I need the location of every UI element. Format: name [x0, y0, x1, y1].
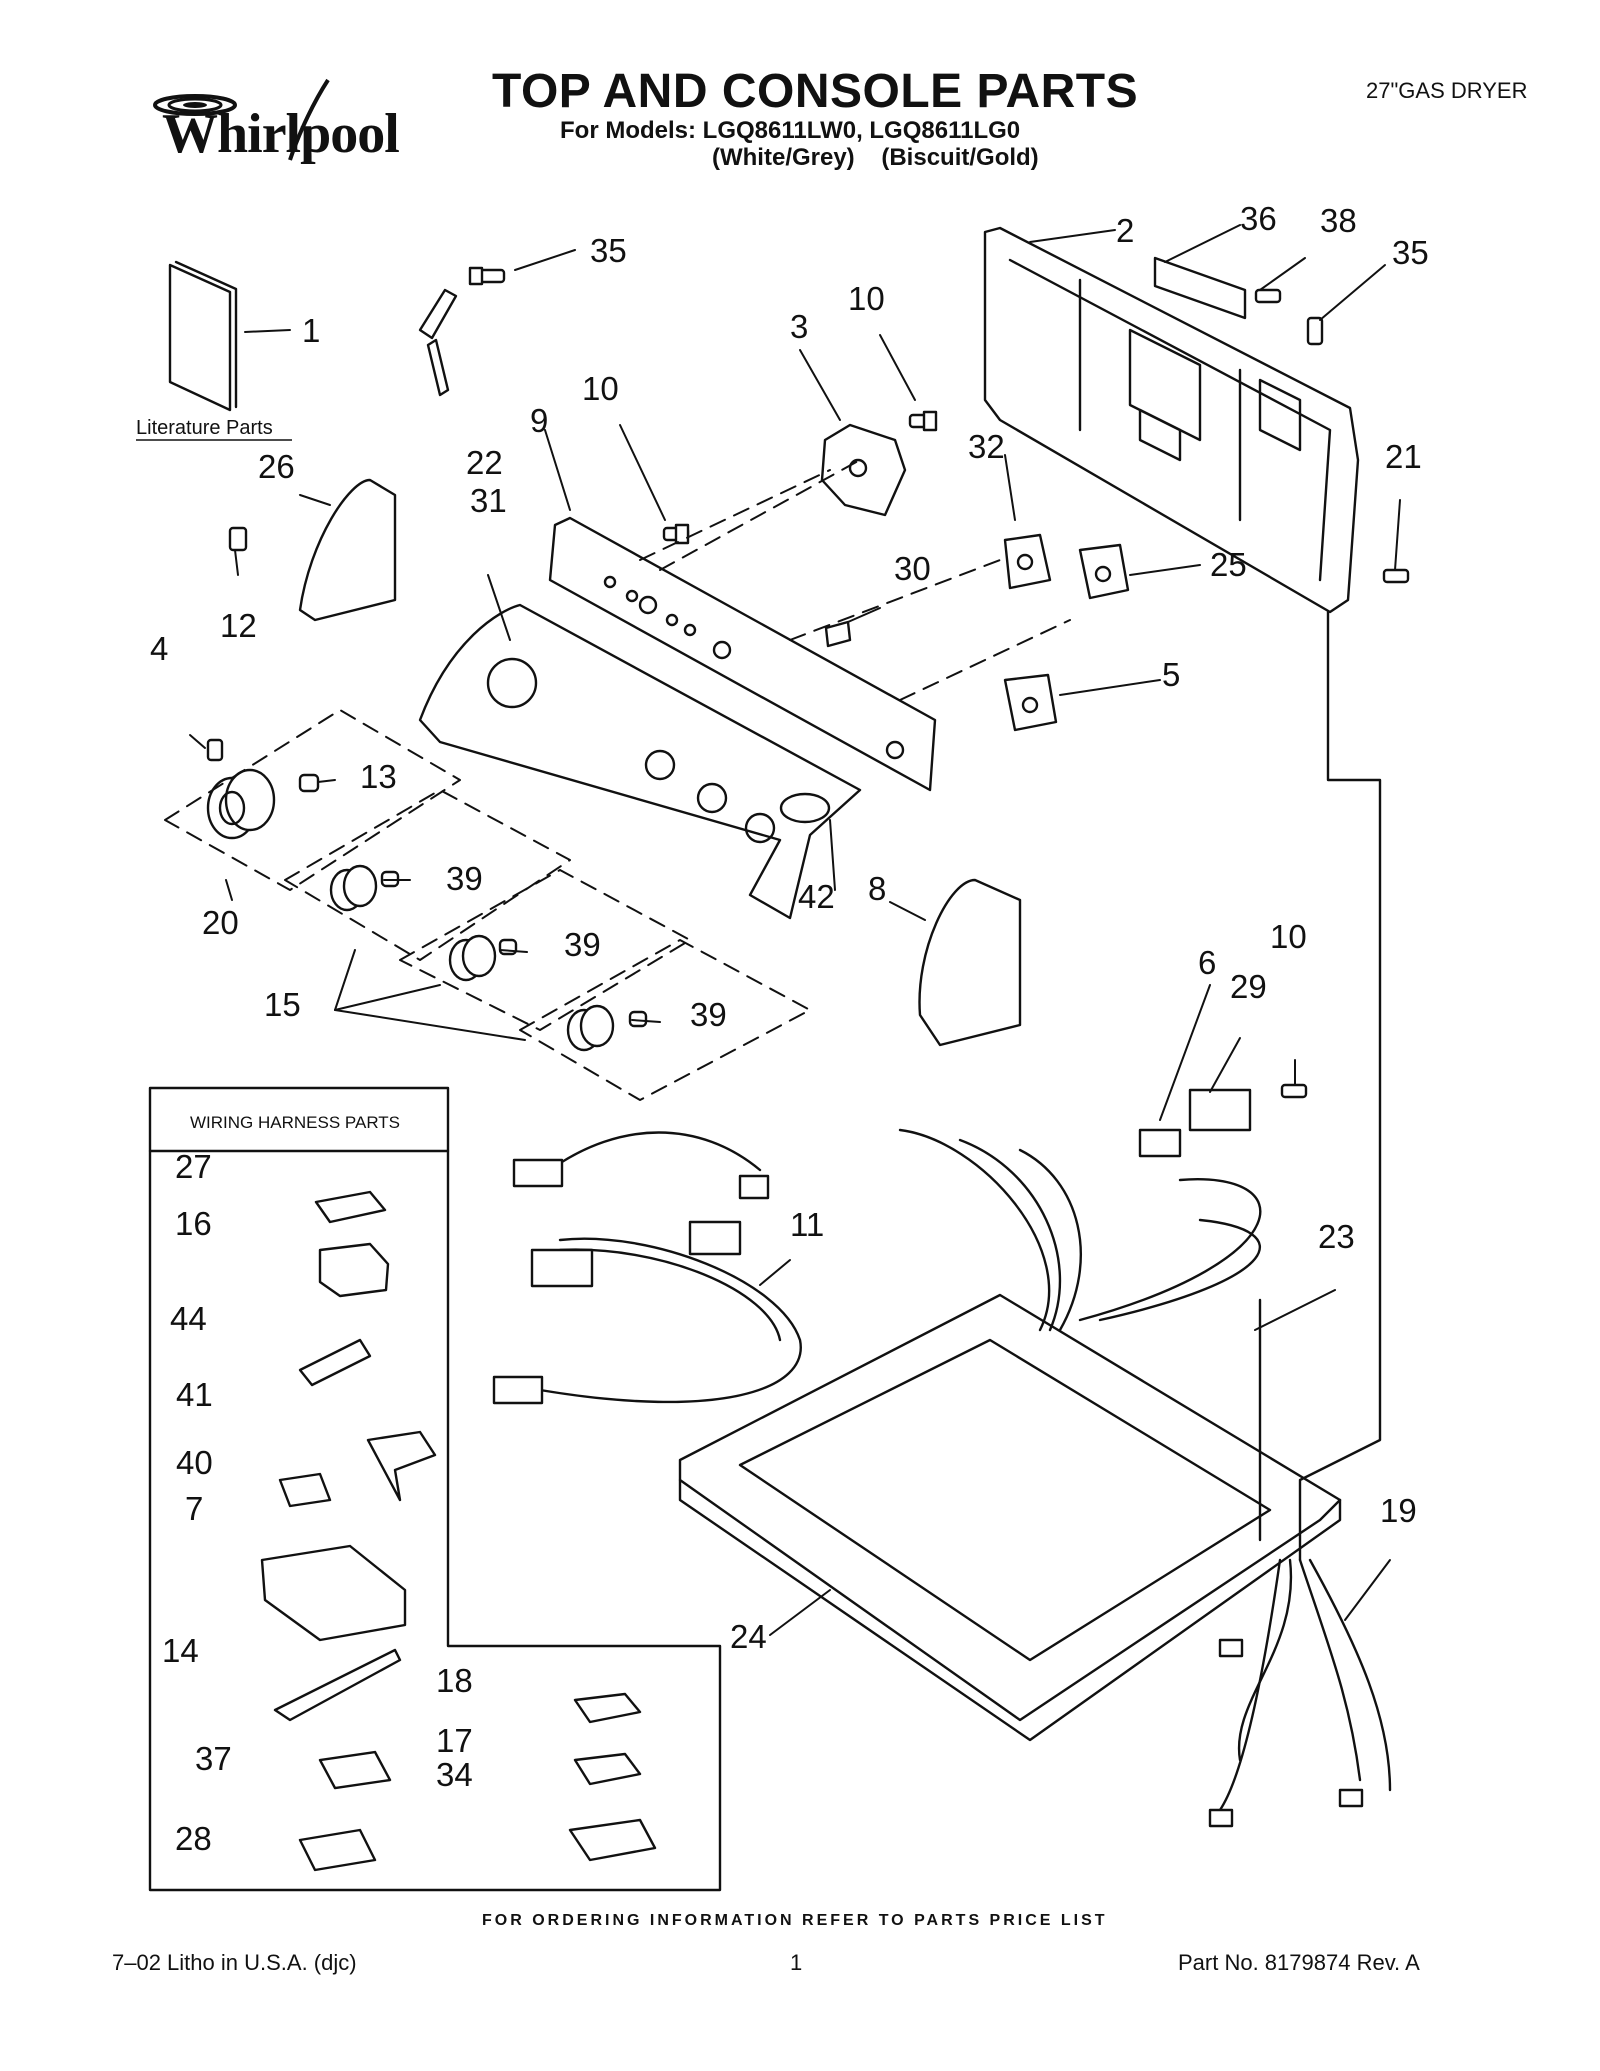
callout-2: 2: [1116, 212, 1134, 249]
callout-10c: 10: [1270, 918, 1307, 955]
callout-17: 17: [436, 1722, 473, 1759]
wiring-harness-parts-box: [148, 1086, 722, 1892]
callout-10a: 10: [848, 280, 885, 317]
swirl-logo-icon: [153, 78, 330, 161]
callout-arrows: [189, 224, 1401, 1636]
top-panel-24: [678, 1293, 1342, 1742]
callout-13: 13: [360, 758, 397, 795]
harness-6: [898, 1088, 1262, 1332]
ordering-note: FOR ORDERING INFORMATION REFER TO PARTS …: [482, 1912, 1108, 1929]
callout-22: 22: [466, 444, 503, 481]
callout-30: 30: [894, 550, 931, 587]
spring-13: [298, 773, 320, 793]
callout-44: 44: [170, 1300, 207, 1337]
switch-32: [1003, 533, 1052, 590]
screw-12: [228, 526, 248, 552]
callout-21: 21: [1385, 438, 1422, 475]
callout-37: 37: [195, 1740, 232, 1777]
exploded-parts-diagram: Literature Parts WIRING HARNESS PARTS 1 …: [136, 200, 1429, 1892]
callout-7: 7: [185, 1490, 203, 1527]
screw-38: [1254, 288, 1282, 304]
litho-note: 7–02 Litho in U.S.A. (djc): [112, 1950, 357, 1975]
callout-39c: 39: [690, 996, 727, 1033]
literature-booklet: [168, 260, 238, 412]
brand-wordmark: Whirlpool: [162, 103, 400, 165]
callout-36: 36: [1240, 200, 1277, 237]
bracket-36: [1153, 256, 1247, 320]
dashed-guidelines: [164, 459, 1071, 1101]
callout-19: 19: [1380, 1492, 1417, 1529]
knob-15b: [448, 934, 497, 982]
callout-11: 11: [790, 1206, 824, 1243]
callout-35a: 35: [590, 232, 627, 269]
callout-23: 23: [1318, 1218, 1355, 1255]
callout-26: 26: [258, 448, 295, 485]
callout-18: 18: [436, 1662, 473, 1699]
callout-39b: 39: [564, 926, 601, 963]
ground-wire: [1298, 610, 1382, 1562]
backguard-panel: [983, 226, 1360, 614]
endcap-26: [298, 478, 397, 622]
callout-20: 20: [202, 904, 239, 941]
callout-35b: 35: [1392, 234, 1429, 271]
product-type: 27"GAS DRYER: [1366, 78, 1528, 103]
knob-15c: [566, 1004, 615, 1052]
harness-19: [1208, 1558, 1392, 1828]
callout-29: 29: [1230, 968, 1267, 1005]
knob-15a: [329, 864, 378, 912]
variants-line: (White/Grey) (Biscuit/Gold): [712, 144, 1039, 171]
timer-3: [820, 423, 907, 517]
callout-3: 3: [790, 308, 808, 345]
endcap-8: [918, 878, 1022, 1047]
wiring-harness-11: [492, 1131, 802, 1405]
knob-20: [206, 768, 276, 840]
callout-1: 1: [302, 312, 320, 349]
models-line: For Models: LGQ8611LW0, LGQ8611LG0: [560, 117, 1021, 144]
callout-15: 15: [264, 986, 301, 1023]
page-number: 1: [790, 1950, 803, 1975]
part-number: Part No. 8179874 Rev. A: [1178, 1950, 1420, 1975]
screw-35a: [468, 266, 506, 286]
screw-10d: [1280, 1083, 1308, 1099]
clip-22: [418, 288, 458, 397]
callout-12: 12: [220, 607, 257, 644]
wiring-box-title: WIRING HARNESS PARTS: [190, 1113, 400, 1132]
callout-31: 31: [470, 482, 507, 519]
screw-35b: [1306, 316, 1324, 346]
callout-9: 9: [530, 402, 548, 439]
spring-39c: [628, 1010, 648, 1028]
screw-21: [1382, 568, 1410, 584]
callout-6: 6: [1198, 944, 1216, 981]
screw-10b: [662, 523, 690, 545]
console-housing-31: [418, 603, 862, 920]
switch-25: [1078, 543, 1130, 600]
bracket-30: [824, 620, 852, 648]
console-panel-9: [548, 516, 937, 792]
callout-25: 25: [1210, 546, 1247, 583]
callout-34: 34: [436, 1756, 473, 1793]
callout-28: 28: [175, 1820, 212, 1857]
callout-38: 38: [1320, 202, 1357, 239]
callout-5: 5: [1162, 656, 1180, 693]
literature-parts-label: Literature Parts: [136, 417, 273, 439]
screw-10a: [908, 410, 938, 432]
callout-32: 32: [968, 428, 1005, 465]
brand-logo: Whirlpool: [140, 70, 400, 170]
wiring-part-icons: [260, 1190, 657, 1872]
callout-16: 16: [175, 1205, 212, 1242]
screw-4: [206, 738, 224, 762]
switch-5: [1003, 673, 1058, 732]
callout-27: 27: [175, 1148, 212, 1185]
page-title: TOP AND CONSOLE PARTS: [492, 65, 1139, 118]
callout-39a: 39: [446, 860, 483, 897]
callout-42: 42: [798, 878, 835, 915]
callout-24: 24: [730, 1618, 767, 1655]
callout-numbers: 1 2 3 4 5 6 7 8 9 10 10 10 11 12 13 14 1…: [150, 200, 1429, 1857]
callout-4: 4: [150, 630, 168, 667]
callout-8: 8: [868, 870, 886, 907]
callout-14: 14: [162, 1632, 199, 1669]
callout-41: 41: [176, 1376, 213, 1413]
callout-40: 40: [176, 1444, 213, 1481]
callout-10b: 10: [582, 370, 619, 407]
